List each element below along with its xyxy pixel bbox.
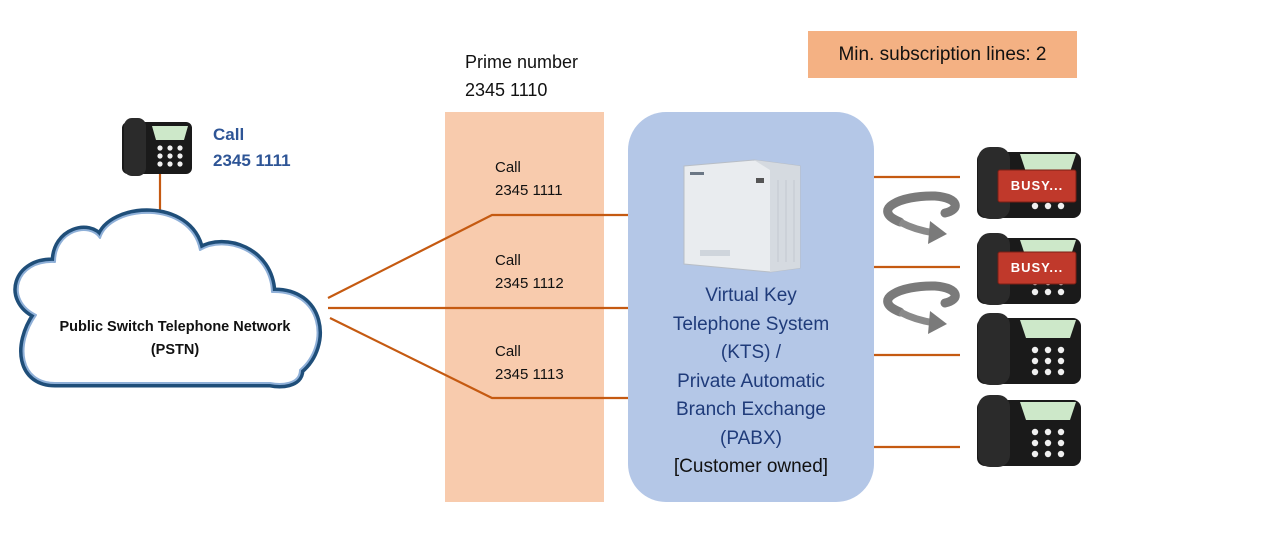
prime-number-title: Prime number	[465, 52, 579, 72]
rollover-arrow-2	[883, 281, 960, 334]
caller-call-label: Call 2345 1111	[213, 122, 291, 174]
extension-phone-icon-3	[977, 313, 1081, 385]
pbx-unit-image	[683, 159, 801, 273]
pstn-label: Public Switch Telephone Network (PSTN)	[30, 316, 320, 362]
rollover-arrow-1	[883, 191, 960, 244]
pabx-line: (PABX)	[720, 427, 782, 449]
caller-call-word: Call	[213, 125, 245, 144]
trunk-line-3	[329, 317, 628, 400]
trunk-call-word: Call	[495, 252, 521, 269]
trunk-call-word: Call	[495, 159, 521, 176]
min-subscription-box: Min. subscription lines: 2	[808, 31, 1077, 78]
trunk-call-number: 2345 1111	[495, 182, 563, 199]
min-subscription-text: Min. subscription lines: 2	[838, 43, 1047, 65]
pstn-abbrev: (PSTN)	[150, 342, 200, 358]
pabx-label: Virtual Key Telephone System (KTS) / Pri…	[628, 282, 874, 482]
prime-number-label: Prime number 2345 1110	[465, 48, 578, 104]
trunk-call-number: 2345 1113	[495, 366, 564, 383]
extension-phone-icon-4	[977, 395, 1081, 467]
trunk-call-label-1: Call 2345 1111	[495, 156, 563, 202]
pabx-line: Telephone System	[672, 313, 830, 335]
caller-phone-icon	[122, 118, 192, 176]
pabx-line: (KTS) /	[720, 342, 782, 363]
pabx-line: Branch Exchange	[676, 399, 826, 420]
pabx-line: Virtual Key	[705, 285, 797, 306]
busy-tag-2: BUSY...	[1010, 260, 1064, 275]
busy-tag-1: BUSY...	[1010, 178, 1064, 193]
extension-phone-icon-1	[977, 147, 1081, 219]
trunk-call-label-3: Call 2345 1113	[495, 340, 564, 386]
trunk-line-1	[327, 213, 628, 299]
caller-number: 2345 1111	[213, 151, 291, 170]
trunk-call-label-2: Call 2345 1112	[495, 249, 564, 295]
prime-number-value: 2345 1110	[465, 80, 548, 100]
trunk-call-number: 2345 1112	[495, 275, 564, 292]
pstn-name: Public Switch Telephone Network	[59, 319, 291, 335]
pabx-ownership: [Customer owned]	[673, 456, 829, 477]
extension-phone-icon-2	[977, 233, 1081, 305]
pabx-line: Private Automatic	[677, 370, 825, 392]
trunk-call-word: Call	[495, 343, 521, 360]
pstn-cloud	[13, 208, 323, 389]
